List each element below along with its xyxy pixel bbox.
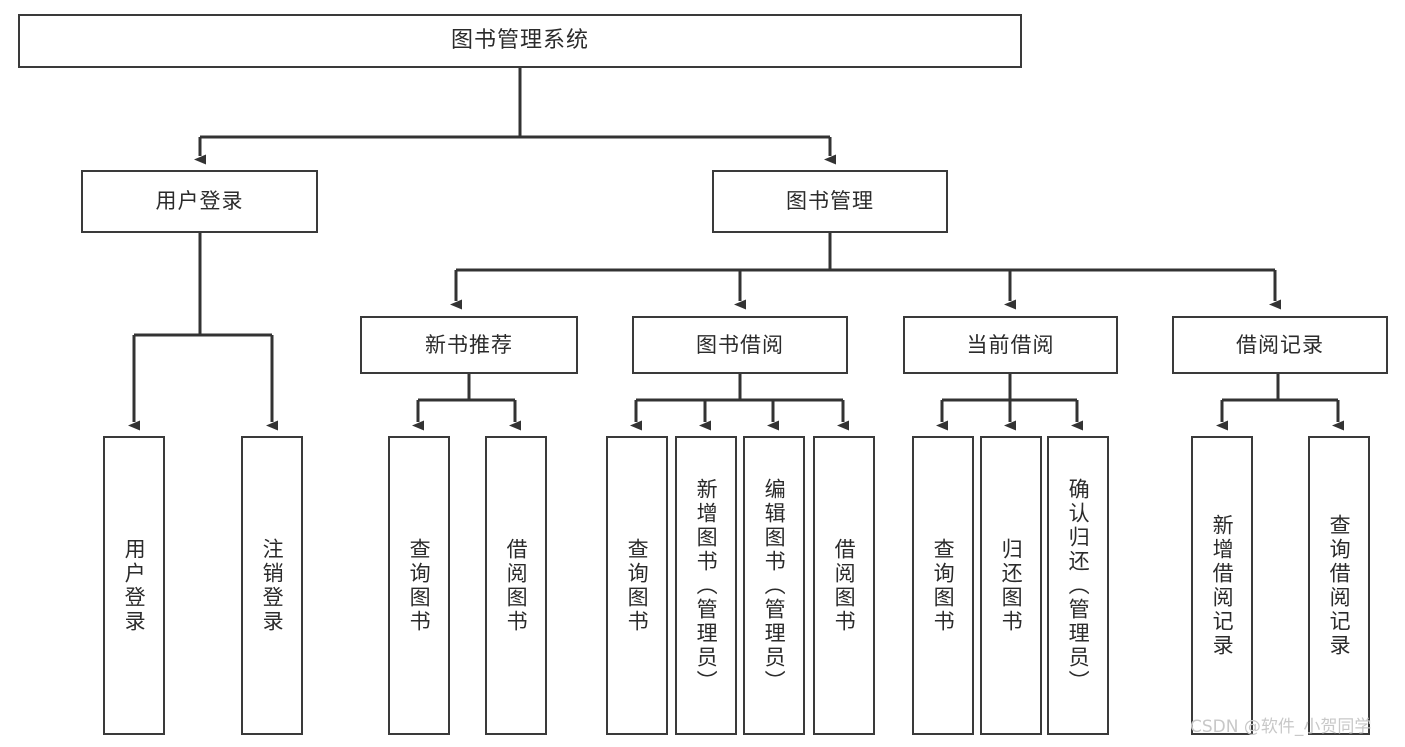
node-leaf-query-book-3[interactable]: 查询图书: [912, 436, 974, 735]
node-book-management[interactable]: 图书管理: [712, 170, 948, 233]
node-leaf-user-login-label: 用户登录: [122, 537, 147, 634]
node-leaf-logout-login[interactable]: 注销登录: [241, 436, 303, 735]
node-root[interactable]: 图书管理系统: [18, 14, 1022, 68]
node-leaf-return-book[interactable]: 归还图书: [980, 436, 1042, 735]
node-borrow-record-label: 借阅记录: [1236, 332, 1324, 357]
node-leaf-borrow-book-2[interactable]: 借阅图书: [813, 436, 875, 735]
node-leaf-add-record-label: 新增借阅记录: [1210, 513, 1235, 658]
node-book-borrow[interactable]: 图书借阅: [632, 316, 848, 374]
node-new-book-recommend-label: 新书推荐: [425, 332, 513, 357]
node-current-borrow[interactable]: 当前借阅: [903, 316, 1118, 374]
node-root-label: 图书管理系统: [450, 28, 589, 54]
node-leaf-add-book[interactable]: 新增图书（管理员）: [675, 436, 737, 735]
node-user-login[interactable]: 用户登录: [81, 170, 318, 233]
node-borrow-record[interactable]: 借阅记录: [1172, 316, 1388, 374]
node-leaf-return-book-label: 归还图书: [999, 537, 1024, 634]
node-leaf-user-login[interactable]: 用户登录: [103, 436, 165, 735]
node-leaf-query-book-1[interactable]: 查询图书: [388, 436, 450, 735]
node-leaf-edit-book-label: 编辑图书（管理员）: [762, 477, 787, 694]
node-new-book-recommend[interactable]: 新书推荐: [360, 316, 578, 374]
node-user-login-label: 用户登录: [155, 189, 244, 214]
node-leaf-logout-login-label: 注销登录: [260, 537, 285, 634]
node-current-borrow-label: 当前借阅: [966, 332, 1055, 357]
node-leaf-add-record[interactable]: 新增借阅记录: [1191, 436, 1253, 735]
node-leaf-borrow-book-1-label: 借阅图书: [504, 537, 529, 634]
node-leaf-query-book-1-label: 查询图书: [407, 537, 432, 634]
node-leaf-query-record-label: 查询借阅记录: [1327, 513, 1352, 658]
node-book-borrow-label: 图书借阅: [696, 332, 784, 357]
node-leaf-query-record[interactable]: 查询借阅记录: [1308, 436, 1370, 735]
node-leaf-query-book-2[interactable]: 查询图书: [606, 436, 668, 735]
watermark: CSDN @软件_小贺同学: [1190, 717, 1372, 737]
node-leaf-confirm-return[interactable]: 确认归还（管理员）: [1047, 436, 1109, 735]
node-leaf-query-book-3-label: 查询图书: [931, 537, 956, 634]
node-leaf-borrow-book-1[interactable]: 借阅图书: [485, 436, 547, 735]
node-leaf-query-book-2-label: 查询图书: [625, 537, 650, 634]
node-leaf-add-book-label: 新增图书（管理员）: [694, 477, 719, 694]
node-leaf-edit-book[interactable]: 编辑图书（管理员）: [743, 436, 805, 735]
node-leaf-borrow-book-2-label: 借阅图书: [832, 537, 857, 634]
node-book-management-label: 图书管理: [786, 189, 874, 214]
node-leaf-confirm-return-label: 确认归还（管理员）: [1066, 477, 1091, 694]
